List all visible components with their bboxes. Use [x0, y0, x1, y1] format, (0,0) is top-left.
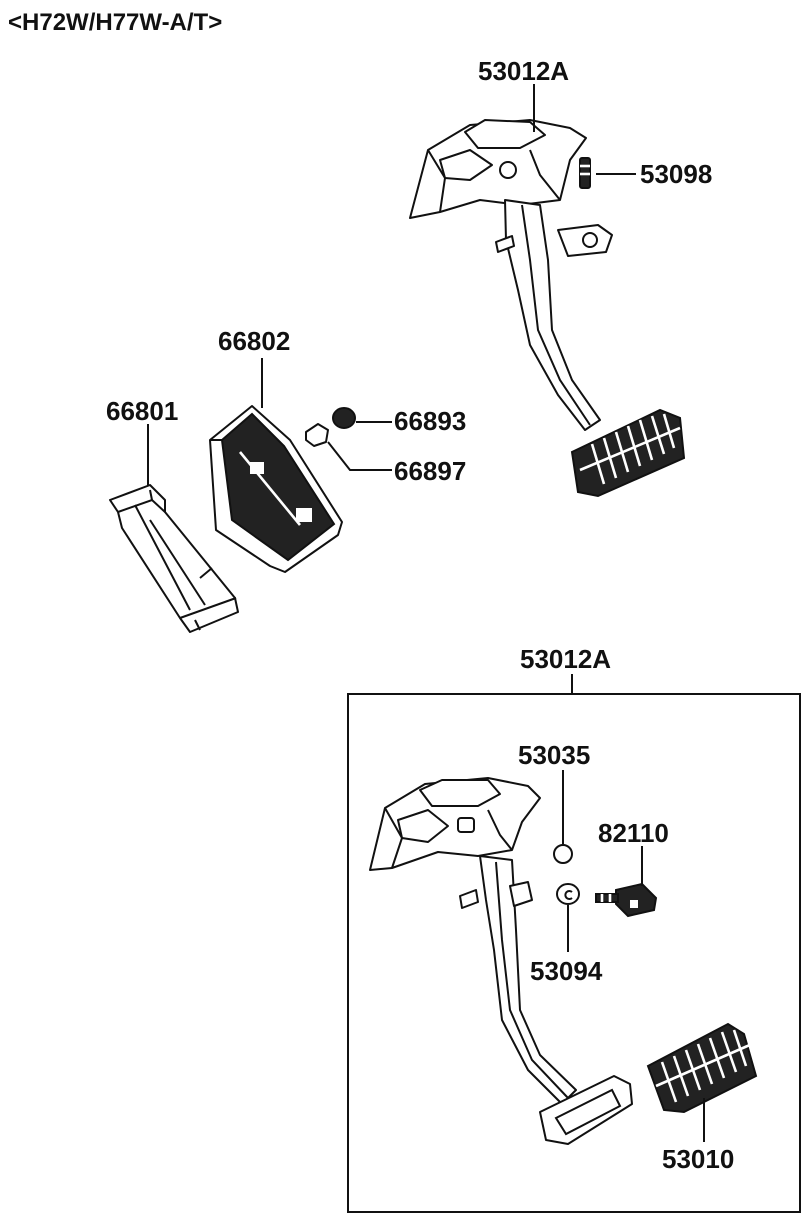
leader-66897 — [327, 441, 392, 471]
label-53012a-box[interactable]: 53012A — [520, 644, 611, 674]
stop-lamp-switch-82110[interactable] — [595, 882, 658, 918]
label-66802[interactable]: 66802 — [218, 326, 290, 356]
clip-66897[interactable] — [305, 423, 329, 447]
washer-53094[interactable] — [556, 883, 580, 905]
label-53012a-top[interactable]: 53012A — [478, 56, 569, 86]
label-66893[interactable]: 66893 — [394, 406, 466, 436]
nut-66893[interactable] — [332, 407, 356, 429]
footrest-pad[interactable] — [209, 405, 343, 573]
diagram-title: <H72W/H77W-A/T> — [8, 9, 222, 36]
label-53098[interactable]: 53098 — [640, 159, 712, 189]
brake-pedal-assembly-top[interactable] — [409, 119, 686, 498]
label-53094[interactable]: 53094 — [530, 956, 603, 986]
brake-pedal-arm-boxed[interactable] — [369, 777, 633, 1145]
bushing-53035[interactable] — [553, 844, 573, 864]
label-66801[interactable]: 66801 — [106, 396, 178, 426]
label-53035[interactable]: 53035 — [518, 740, 590, 770]
pedal-pad-53010[interactable] — [646, 1022, 758, 1114]
label-53010[interactable]: 53010 — [662, 1144, 734, 1174]
footrest-bracket[interactable] — [109, 484, 239, 633]
label-82110[interactable]: 82110 — [598, 818, 669, 848]
label-66897[interactable]: 66897 — [394, 456, 466, 486]
assembly-box — [347, 693, 801, 1213]
